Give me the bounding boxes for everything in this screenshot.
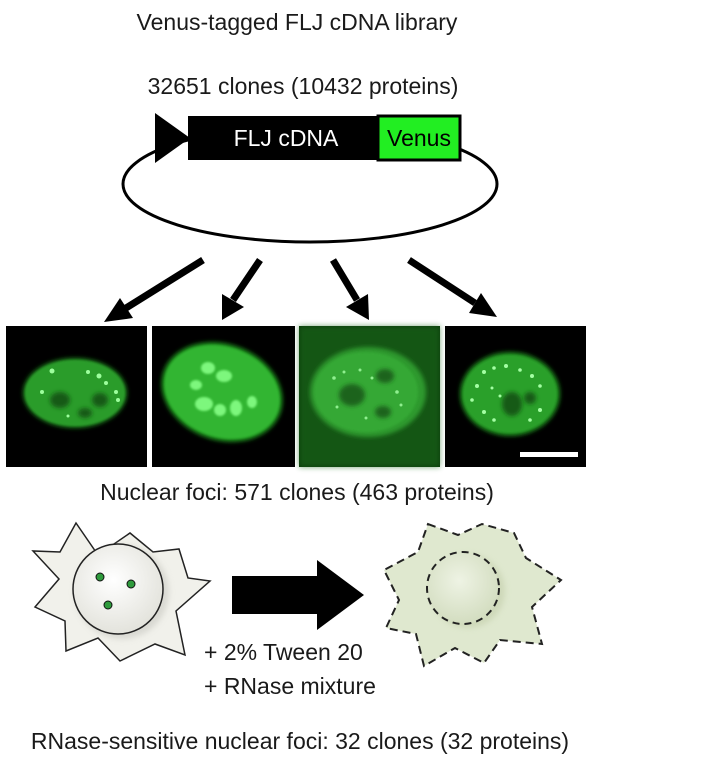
venus-tag bbox=[376, 114, 462, 162]
nucleus-after bbox=[426, 551, 500, 625]
scale-bar bbox=[520, 452, 578, 457]
treatment-rnase: + RNase mixture bbox=[204, 673, 376, 699]
arrow-1 bbox=[104, 257, 205, 322]
library-count: 32651 clones (10432 proteins) bbox=[148, 73, 459, 99]
nuclear-focus-dot bbox=[95, 572, 105, 582]
nuclear-focus-dot bbox=[126, 579, 136, 589]
nucleus-before bbox=[72, 543, 164, 635]
micrograph-panel-3 bbox=[299, 326, 440, 467]
promoter-arrow-icon bbox=[155, 113, 190, 163]
flj-cdna-insert bbox=[188, 116, 380, 160]
cell-before-treatment bbox=[31, 521, 212, 662]
micrograph-panel-4 bbox=[445, 326, 586, 467]
cell-after-treatment bbox=[382, 522, 563, 668]
final-result-count: RNase-sensitive nuclear foci: 32 clones … bbox=[31, 728, 569, 754]
treatment-tween: + 2% Tween 20 bbox=[204, 639, 363, 665]
arrow-4 bbox=[407, 257, 497, 317]
micrograph-panel-2 bbox=[152, 326, 295, 467]
treatment-arrow-icon bbox=[232, 560, 364, 630]
plasmid-diagram: FLJ cDNA Venus bbox=[121, 113, 499, 244]
nuclear-foci-count: Nuclear foci: 571 clones (463 proteins) bbox=[100, 479, 494, 505]
venus-label: Venus bbox=[387, 125, 451, 151]
arrow-3 bbox=[329, 258, 369, 320]
micrograph-panel-1 bbox=[6, 326, 147, 467]
fan-out-arrows bbox=[104, 257, 497, 322]
arrow-2 bbox=[222, 258, 263, 320]
library-title: Venus-tagged FLJ cDNA library bbox=[137, 9, 458, 35]
flj-cdna-label: FLJ cDNA bbox=[234, 125, 339, 151]
nuclear-focus-dot bbox=[103, 600, 113, 610]
